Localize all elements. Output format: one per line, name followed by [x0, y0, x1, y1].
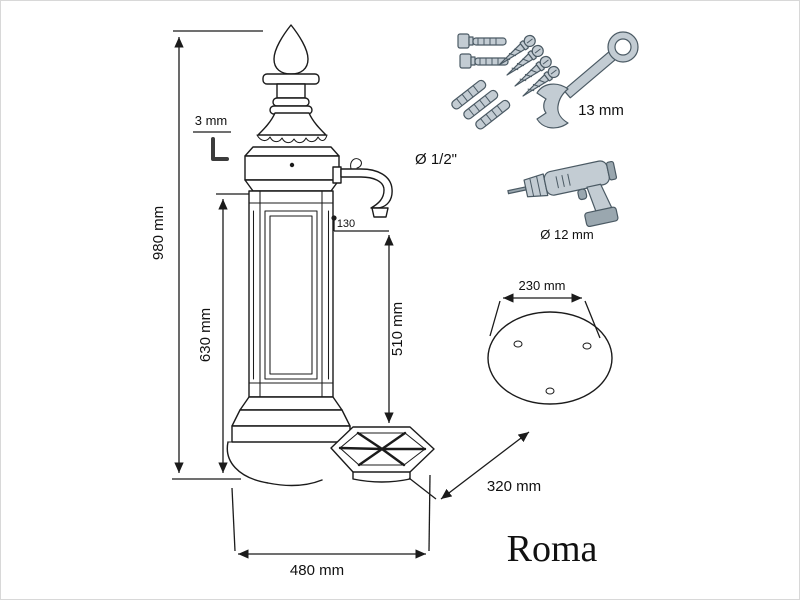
- screw-icon: [522, 65, 560, 97]
- screw-icon: [506, 44, 544, 76]
- drain-basin-icon: [330, 426, 435, 483]
- column-height-label: 630 mm: [197, 308, 214, 362]
- screw-icon: [514, 55, 552, 87]
- allen-key-label: 3 mm: [195, 113, 228, 128]
- spout-height-label: 510 mm: [389, 302, 406, 356]
- product-name-label: Roma: [507, 528, 598, 570]
- finial-icon: [273, 24, 309, 75]
- bolt-icon: [457, 33, 507, 49]
- dim-spout-height: 130 510 mm: [331, 215, 406, 423]
- base-width-label: 480 mm: [290, 562, 344, 579]
- wrench-size-label: 13 mm: [578, 102, 624, 119]
- round-mounting-plate-icon: 230 mm: [487, 278, 613, 405]
- total-height-label: 980 mm: [150, 206, 167, 260]
- hex-key-icon: 3 mm: [193, 113, 231, 161]
- base-depth-label: 320 mm: [487, 478, 541, 495]
- tap-thread-label: Ø 1/2": [415, 151, 457, 168]
- dim-base-width: 480 mm: [231, 474, 431, 579]
- plate-width-label: 230 mm: [519, 278, 566, 293]
- drill-diameter-label: Ø 12 mm: [540, 227, 593, 242]
- screw-icon: [498, 34, 536, 66]
- cordless-drill-icon: [507, 160, 619, 228]
- wall-plug-icon: [451, 79, 487, 110]
- spout-offset-label: 130: [337, 218, 355, 230]
- dim-total-height: 980 mm: [150, 30, 263, 480]
- drain-grate-icon: [338, 431, 427, 467]
- tap-icon: [332, 158, 393, 218]
- wall-plug-icon: [463, 89, 499, 120]
- fountain-drawing: [226, 24, 435, 487]
- dim-plate-width: 230 mm: [489, 278, 601, 339]
- bolt-icon: [459, 53, 509, 69]
- hardware-kit: 13 mm: [451, 31, 639, 130]
- dim-base-depth: 320 mm: [408, 431, 541, 500]
- dim-column-height: 630 mm: [197, 193, 249, 473]
- wall-plug-icon: [475, 99, 511, 130]
- combination-wrench-icon: 13 mm: [536, 31, 639, 129]
